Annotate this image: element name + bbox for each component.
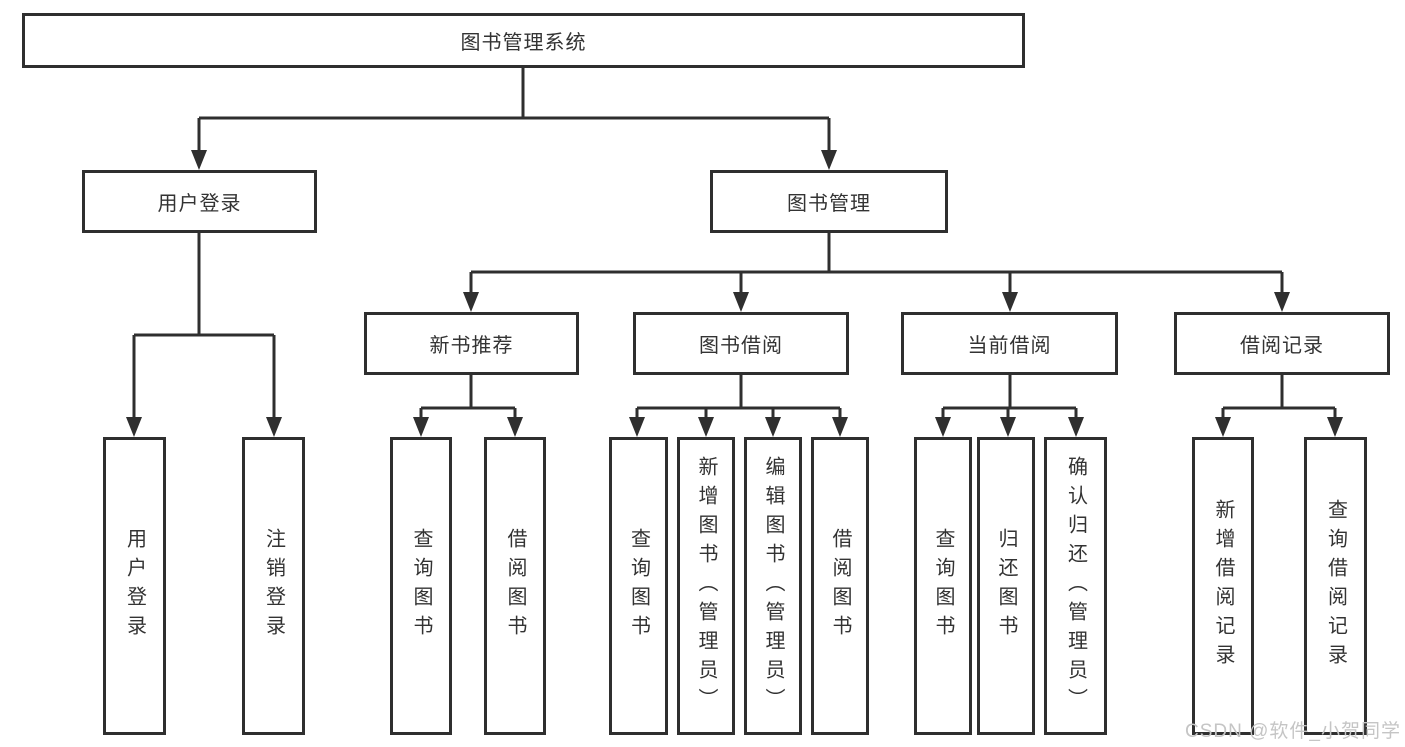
node-confirm-return-admin-label: 确认归还（管理员） — [1064, 455, 1087, 717]
arrowhead — [832, 417, 848, 437]
arrowhead — [1000, 417, 1016, 437]
node-logout-label: 注销登录 — [262, 528, 285, 644]
node-return-book-label: 归还图书 — [995, 528, 1017, 644]
arrowhead — [935, 417, 951, 437]
node-query-book-borrow: 查询图书 — [609, 437, 668, 735]
node-book-management: 图书管理 — [710, 170, 948, 233]
node-query-book-current: 查询图书 — [914, 437, 972, 735]
arrowhead — [1002, 292, 1018, 312]
node-new-book-recommend: 新书推荐 — [364, 312, 579, 375]
arrowhead — [266, 417, 282, 437]
node-borrow-records-label: 借阅记录 — [1240, 335, 1324, 357]
arrowhead — [507, 417, 523, 437]
node-library-system-label: 图书管理系统 — [460, 32, 587, 54]
node-user-login: 用户登录 — [82, 170, 317, 233]
node-borrow-book-recommend: 借阅图书 — [484, 437, 546, 735]
arrowhead — [463, 292, 479, 312]
arrowhead — [821, 150, 837, 170]
node-book-borrow: 图书借阅 — [633, 312, 849, 375]
node-query-book-current-label: 查询图书 — [932, 528, 954, 644]
connector-userlogin-to-leaves — [132, 233, 276, 422]
node-borrow-book-leaf-label: 借阅图书 — [829, 528, 851, 644]
node-user-login-leaf-label: 用户登录 — [123, 528, 146, 644]
node-current-borrow: 当前借阅 — [901, 312, 1118, 375]
node-edit-book-admin-label: 编辑图书（管理员） — [762, 455, 784, 717]
node-logout: 注销登录 — [242, 437, 305, 735]
arrowhead — [413, 417, 429, 437]
arrowheads — [126, 150, 1343, 437]
node-add-borrow-record-label: 新增借阅记录 — [1212, 499, 1234, 673]
connector-recommend-to-leaves — [419, 375, 517, 424]
node-new-book-recommend-label: 新书推荐 — [429, 335, 514, 357]
arrowhead — [1327, 417, 1343, 437]
arrowhead — [629, 417, 645, 437]
node-query-borrow-record-label: 查询借阅记录 — [1324, 499, 1347, 673]
connector-currentborrow-to-leaves — [941, 375, 1078, 424]
node-add-book-admin: 新增图书（管理员） — [677, 437, 735, 735]
node-add-borrow-record: 新增借阅记录 — [1192, 437, 1254, 735]
arrowhead — [765, 417, 781, 437]
node-borrow-book-recommend-label: 借阅图书 — [504, 528, 526, 644]
node-confirm-return-admin: 确认归还（管理员） — [1044, 437, 1107, 735]
connector-bookmgmt-to-level3 — [469, 233, 1284, 297]
arrowhead — [733, 292, 749, 312]
connector-records-to-leaves — [1221, 375, 1337, 424]
node-borrow-book-leaf: 借阅图书 — [811, 437, 869, 735]
node-return-book: 归还图书 — [977, 437, 1035, 735]
node-book-management-label: 图书管理 — [787, 193, 871, 215]
node-borrow-records: 借阅记录 — [1174, 312, 1390, 375]
node-query-borrow-record: 查询借阅记录 — [1304, 437, 1367, 735]
node-query-book-borrow-label: 查询图书 — [627, 528, 650, 644]
node-user-login-leaf: 用户登录 — [103, 437, 166, 735]
node-user-login-label: 用户登录 — [157, 193, 242, 215]
connector-bookborrow-to-leaves — [635, 375, 842, 424]
node-edit-book-admin: 编辑图书（管理员） — [744, 437, 802, 735]
arrowhead — [191, 150, 207, 170]
node-library-system: 图书管理系统 — [22, 13, 1025, 68]
node-book-borrow-label: 图书借阅 — [699, 335, 783, 357]
connector-root-to-level2 — [197, 68, 831, 155]
node-query-book-recommend: 查询图书 — [390, 437, 452, 735]
arrowhead — [1068, 417, 1084, 437]
node-query-book-recommend-label: 查询图书 — [410, 528, 432, 644]
arrowhead — [1215, 417, 1231, 437]
arrowhead — [698, 417, 714, 437]
node-add-book-admin-label: 新增图书（管理员） — [695, 455, 717, 717]
arrowhead — [1274, 292, 1290, 312]
watermark: CSDN @软件_小贺同学 — [1185, 721, 1401, 742]
arrowhead — [126, 417, 142, 437]
node-current-borrow-label: 当前借阅 — [967, 335, 1052, 357]
